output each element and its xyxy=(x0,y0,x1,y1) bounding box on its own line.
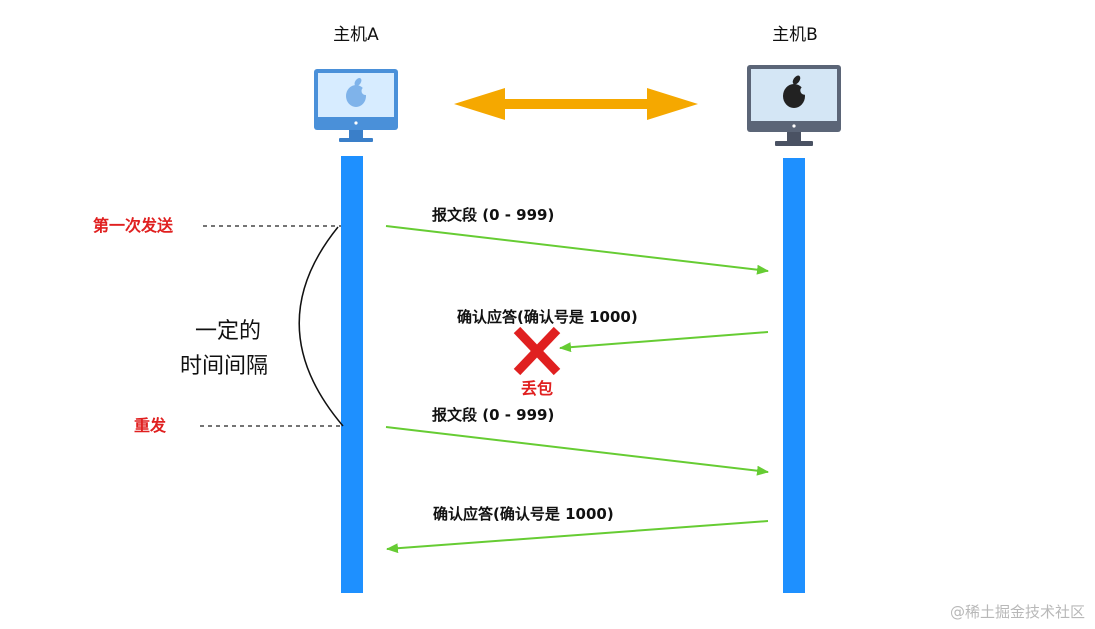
segment-1-label: 报文段 (0 - 999) xyxy=(432,206,554,224)
segment-1-arrow xyxy=(385,225,769,275)
interval-arc xyxy=(298,226,344,427)
ack-2-label: 确认应答(确认号是 1000) xyxy=(433,505,614,523)
apple-logo-icon xyxy=(346,77,370,107)
first-send-label: 第一次发送 xyxy=(93,216,174,235)
segment-2-label: 报文段 (0 - 999) xyxy=(432,406,554,424)
lost-x-icon xyxy=(513,326,561,376)
interval-label-line1: 一定的 xyxy=(195,319,261,344)
host-a-computer-icon xyxy=(314,69,398,142)
ack-lost-arrow xyxy=(559,331,769,353)
host-b-computer-icon xyxy=(747,65,841,146)
host-a-lifeline xyxy=(341,156,363,593)
lost-label: 丢包 xyxy=(521,379,553,398)
segment-2-arrow xyxy=(385,426,769,476)
host-b-label: 主机B xyxy=(772,25,818,45)
host-b-lifeline xyxy=(783,158,805,593)
ack-lost-label: 确认应答(确认号是 1000) xyxy=(457,308,638,326)
interval-label-line2: 时间间隔 xyxy=(180,354,268,379)
resend-label: 重发 xyxy=(134,416,167,435)
host-a-label: 主机A xyxy=(333,25,379,45)
ack-2-arrow xyxy=(386,520,769,554)
apple-logo-icon xyxy=(783,75,809,108)
watermark: @稀土掘金技术社区 xyxy=(950,603,1085,621)
connection-arrow xyxy=(454,88,698,120)
